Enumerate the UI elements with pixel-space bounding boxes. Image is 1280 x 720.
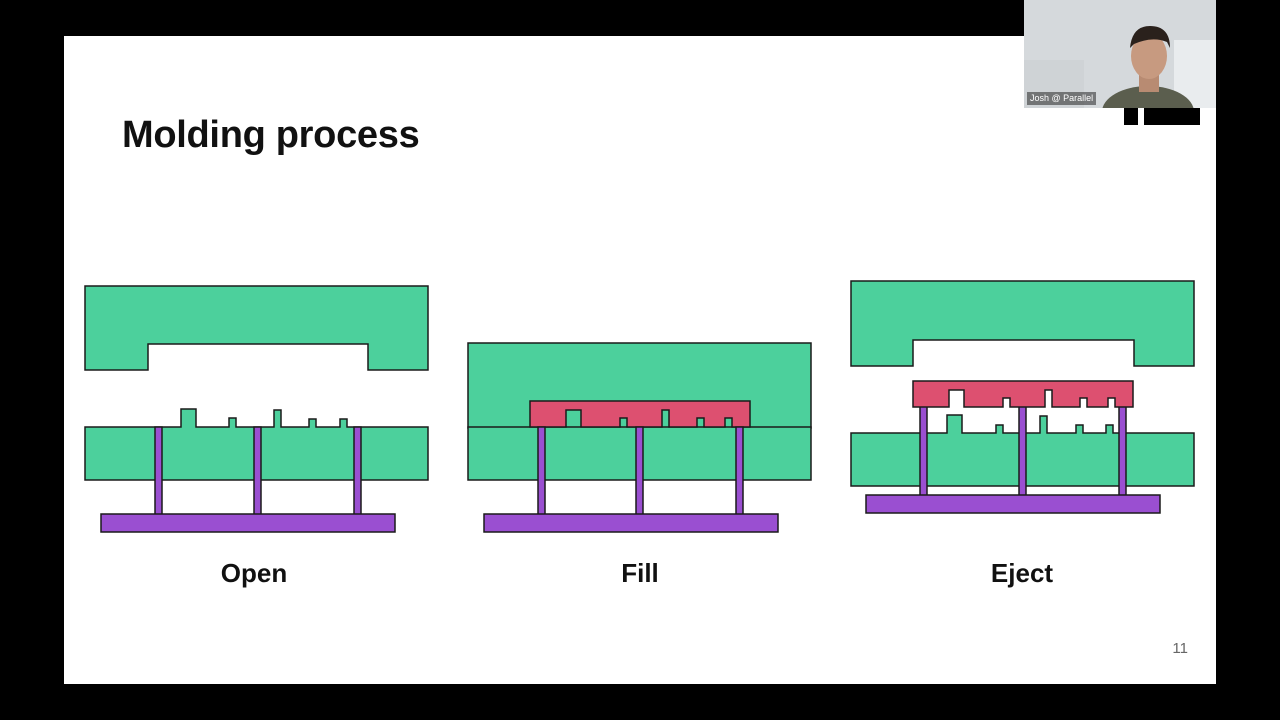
video-overlay-block-small <box>1124 108 1138 125</box>
fill-ejector-pin-1 <box>537 426 546 516</box>
stage-open-diagram <box>84 285 429 533</box>
participant-video-feed <box>1024 0 1216 108</box>
fill-ejector-pin-2 <box>635 426 644 516</box>
slide: Molding process <box>64 36 1216 684</box>
open-ejector-pin-1 <box>154 426 163 516</box>
open-top-mold-half <box>84 285 429 371</box>
eject-top-mold-half <box>850 280 1195 367</box>
participant-video-tile[interactable]: Josh @ Parallel <box>1024 0 1216 108</box>
molding-diagram <box>84 280 1195 533</box>
eject-ejector-plate <box>865 494 1161 514</box>
open-ejector-pin-2 <box>253 426 262 516</box>
fill-ejector-pin-3 <box>735 426 744 516</box>
video-overlay-block-wide <box>1144 108 1200 125</box>
eject-ejector-pin-3 <box>1118 405 1127 497</box>
stage-label-open: Open <box>220 558 288 588</box>
eject-molded-part <box>912 380 1134 408</box>
stage-label-fill: Fill <box>621 558 659 588</box>
eject-ejector-pin-2 <box>1018 405 1027 497</box>
stage-fill-diagram <box>467 342 812 533</box>
page-number: 11 <box>1172 640 1188 657</box>
eject-ejector-pin-1 <box>919 405 928 497</box>
slide-title: Molding process <box>122 114 420 156</box>
stage-eject-diagram <box>850 280 1195 514</box>
open-ejector-pin-3 <box>353 426 362 516</box>
fill-ejector-plate <box>483 513 779 533</box>
participant-name-label: Josh @ Parallel <box>1027 92 1097 105</box>
fill-molded-part <box>529 400 751 428</box>
open-ejector-plate <box>100 513 396 533</box>
stage-label-eject: Eject <box>990 558 1054 588</box>
